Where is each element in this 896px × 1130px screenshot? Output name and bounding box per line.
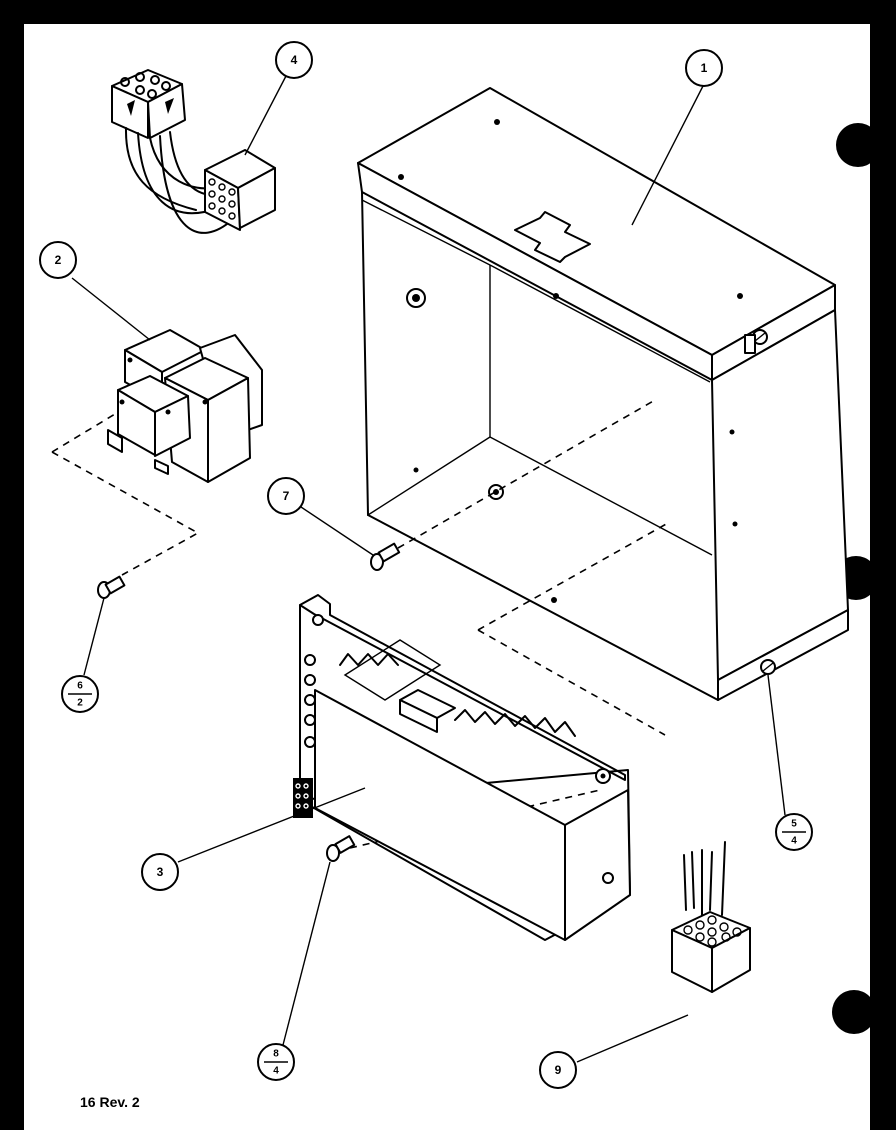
- callout-8: 8 4: [257, 1043, 295, 1081]
- callout-1: 1: [685, 49, 723, 87]
- callout-9: 9: [539, 1051, 577, 1089]
- control-box-housing: [357, 87, 849, 701]
- callout-1-label: 1: [701, 61, 708, 75]
- callout-9-label: 9: [555, 1063, 562, 1077]
- punch-hole-top: [836, 123, 880, 167]
- screw-part-8: [326, 835, 356, 862]
- callout-5-label: 5: [791, 819, 797, 830]
- callout-2-label: 2: [55, 253, 62, 267]
- callout-6: 6 2: [61, 675, 99, 713]
- screw-part-6: [97, 575, 126, 599]
- transformer: [107, 329, 263, 483]
- screw-part-7: [370, 542, 401, 571]
- callout-6-label: 6: [77, 681, 83, 692]
- callout-4: 4: [275, 41, 313, 79]
- callout-2: 2: [39, 241, 77, 279]
- leader-lines: [71, 75, 786, 1063]
- callout-6-sublabel: 2: [77, 698, 83, 709]
- callout-5-sublabel: 4: [791, 836, 797, 847]
- callout-7-label: 7: [283, 489, 290, 503]
- callout-5: 5 4: [775, 813, 813, 851]
- callout-7: 7: [267, 477, 305, 515]
- punch-hole-bottom: [832, 990, 876, 1034]
- control-board: [293, 594, 631, 941]
- page-reference: 16 Rev. 2: [80, 1094, 140, 1110]
- callout-3-label: 3: [157, 865, 164, 879]
- callout-3: 3: [141, 853, 179, 891]
- callout-8-sublabel: 4: [273, 1066, 279, 1077]
- wire-harness-plug: [111, 69, 276, 234]
- callout-4-label: 4: [291, 53, 298, 67]
- callout-8-label: 8: [273, 1049, 279, 1060]
- connector-plug: [671, 841, 751, 993]
